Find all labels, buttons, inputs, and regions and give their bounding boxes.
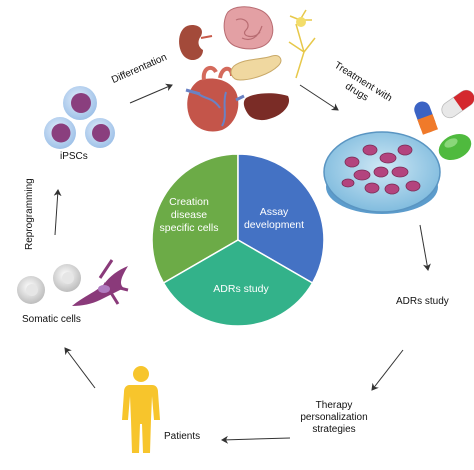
intestine-icon	[223, 6, 274, 50]
pie-label-line: Creation	[169, 196, 209, 208]
pie-label-line: Assay	[259, 206, 289, 218]
pie-segment-adrs	[162, 239, 314, 327]
label-therapy: Therapy personalization strategies	[293, 400, 375, 436]
pie-label-line: disease	[170, 209, 208, 221]
label-therapy-line: personalization	[300, 412, 368, 423]
neuron-icon	[288, 9, 316, 79]
cycle-arrows	[53, 83, 431, 444]
arrow-treatment	[299, 84, 339, 111]
pie-label-adrs: ADRs study	[206, 283, 276, 296]
pie-label-line: ADRs study	[213, 283, 269, 295]
somatic-cell-icon	[53, 264, 81, 292]
ipsc-cells	[44, 86, 115, 149]
petri-dish-icon	[323, 131, 441, 214]
ipsc-cell-icon	[85, 118, 115, 148]
pie-label-creation: Creation disease specific cells	[155, 196, 223, 235]
fibroblast-icon	[72, 259, 129, 306]
pie-label-assay: Assay development	[237, 206, 311, 232]
capsule-icon	[438, 133, 472, 161]
arrow-to-patients	[221, 435, 291, 444]
kidney-icon	[179, 25, 213, 61]
label-adrs-study: ADRs study	[396, 296, 449, 307]
label-somatic-cells: Somatic cells	[22, 314, 81, 325]
pie-chart	[151, 153, 325, 327]
arrow-reprogramming	[53, 189, 62, 236]
pie-label-line: specific cells	[159, 222, 219, 234]
capsule-icon	[414, 101, 438, 135]
arrow-to-somatic	[64, 347, 96, 389]
somatic-cell-icon	[17, 276, 45, 304]
ipsc-cell-icon	[63, 86, 97, 120]
drugs	[414, 89, 474, 161]
label-ipscs: iPSCs	[60, 151, 88, 162]
somatic-cells	[17, 259, 129, 306]
pie-segment-assay	[237, 153, 325, 285]
label-therapy-line: strategies	[312, 424, 356, 435]
arrow-to-adrs	[419, 224, 431, 271]
pie-label-line: development	[243, 219, 305, 231]
ipsc-cell-icon	[44, 117, 76, 149]
heart-icon	[185, 65, 245, 132]
label-patients: Patients	[164, 431, 201, 442]
arrow-differentiation	[129, 83, 173, 104]
pie-segment-creation	[151, 153, 239, 285]
organs	[179, 6, 316, 132]
capsule-icon	[441, 89, 474, 119]
label-therapy-line: Therapy	[315, 400, 353, 411]
label-reprogramming: Reprogramming	[24, 178, 35, 250]
arrow-to-therapy	[371, 349, 404, 391]
pancreas-icon	[230, 55, 282, 81]
liver-icon	[243, 93, 290, 121]
human-figure-icon	[122, 366, 160, 453]
